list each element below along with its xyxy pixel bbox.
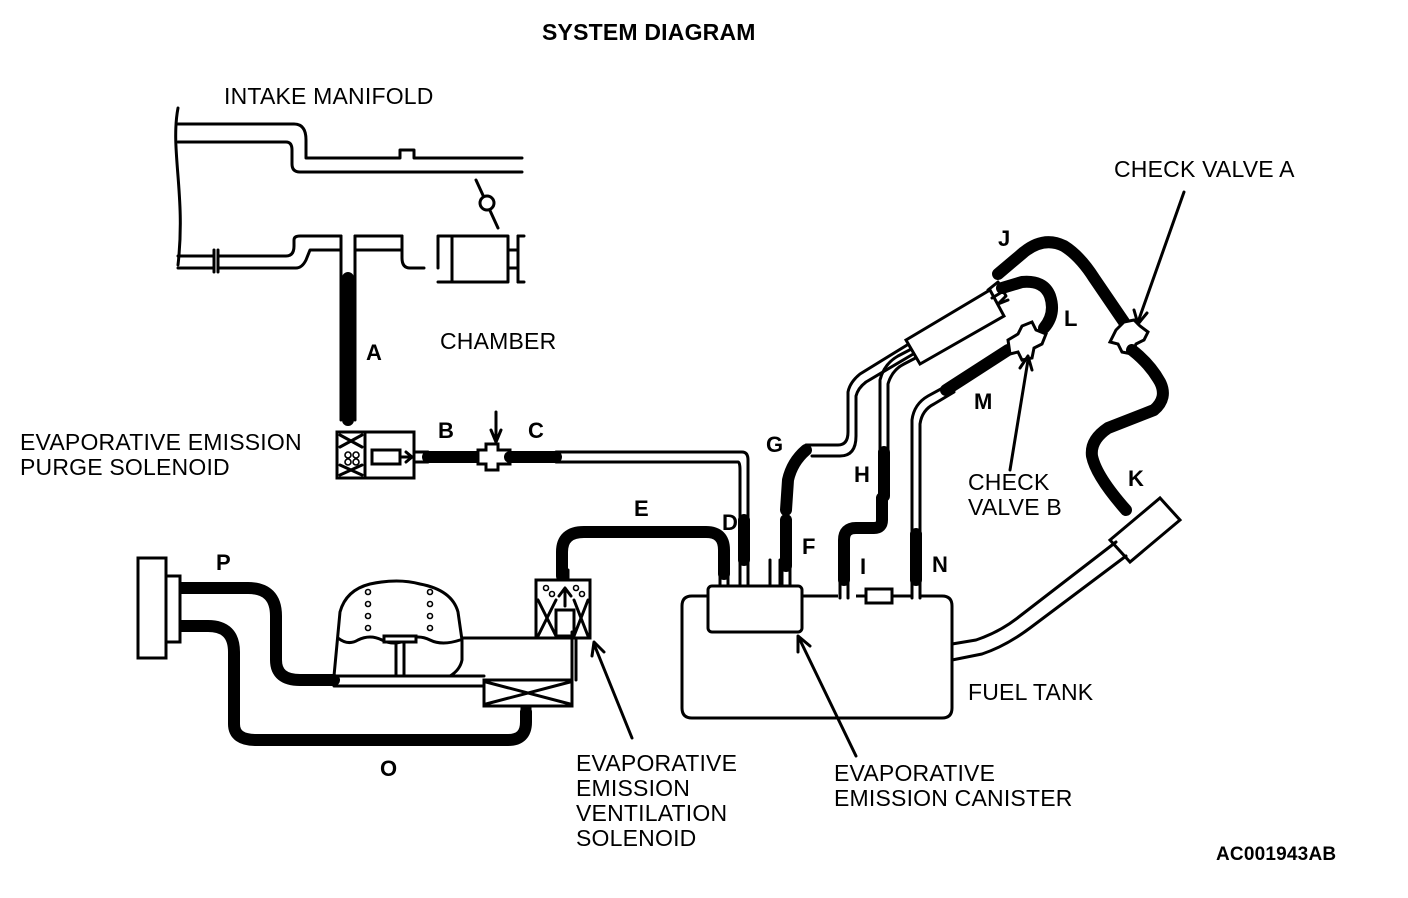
chamber xyxy=(476,410,512,472)
intake-manifold-label: INTAKE MANIFOLD xyxy=(224,83,434,109)
ventilation-solenoid xyxy=(534,568,634,740)
hose-o-label: O xyxy=(380,756,398,781)
hose-h-label: H xyxy=(854,462,870,487)
hose-l xyxy=(996,275,1058,334)
hose-g-label: G xyxy=(766,432,784,457)
hose-m xyxy=(940,344,1014,396)
check-valve-b xyxy=(1006,320,1048,472)
fuel-tank xyxy=(680,587,954,720)
hose-a-label: A xyxy=(366,340,382,365)
check-valve-a-label: CHECK VALVE A xyxy=(1114,156,1295,182)
hose-l-label: L xyxy=(1064,306,1078,331)
hose-j-label: J xyxy=(998,226,1011,251)
air-filter xyxy=(332,579,574,708)
canister-label: EVAPORATIVE EMISSION CANISTER xyxy=(834,760,1073,811)
filler-neck xyxy=(950,495,1183,662)
hose-n-label: N xyxy=(932,552,948,577)
hose-m-label: M xyxy=(974,389,993,414)
check-valve-b-label: CHECK VALVE B xyxy=(968,469,1062,520)
ventilation-solenoid-label: EVAPORATIVE EMISSION VENTILATION SOLENOI… xyxy=(576,750,738,851)
hose-i xyxy=(838,492,888,586)
refill-fitting xyxy=(136,556,182,660)
intake-manifold xyxy=(174,106,526,422)
hose-j xyxy=(992,236,1130,328)
hose-i-label: I xyxy=(860,554,867,579)
page-title: SYSTEM DIAGRAM xyxy=(542,19,756,45)
hose-k-label: K xyxy=(1128,466,1144,491)
hose-d-label: D xyxy=(722,510,738,535)
purge-line xyxy=(554,450,750,522)
valve-housing xyxy=(903,280,1010,367)
figure-id: AC001943AB xyxy=(1216,844,1337,865)
check-valve-a xyxy=(1107,190,1186,356)
hose-e xyxy=(556,526,730,582)
hose-k xyxy=(1085,344,1169,516)
hose-p-label: P xyxy=(216,550,231,575)
chamber-label: CHAMBER xyxy=(440,328,557,354)
hose-f-label: F xyxy=(802,534,816,559)
purge-solenoid xyxy=(335,430,430,480)
hose-e-label: E xyxy=(634,496,649,521)
hose-b-label: B xyxy=(438,418,454,443)
fuel-tank-label: FUEL TANK xyxy=(968,679,1094,705)
hose-p xyxy=(170,582,340,686)
canister-arrow xyxy=(796,634,858,758)
hose-o xyxy=(170,620,532,746)
purge-solenoid-label: EVAPORATIVE EMISSION PURGE SOLENOID xyxy=(20,429,302,480)
hose-g xyxy=(780,444,812,516)
hose-c-label: C xyxy=(528,418,544,443)
